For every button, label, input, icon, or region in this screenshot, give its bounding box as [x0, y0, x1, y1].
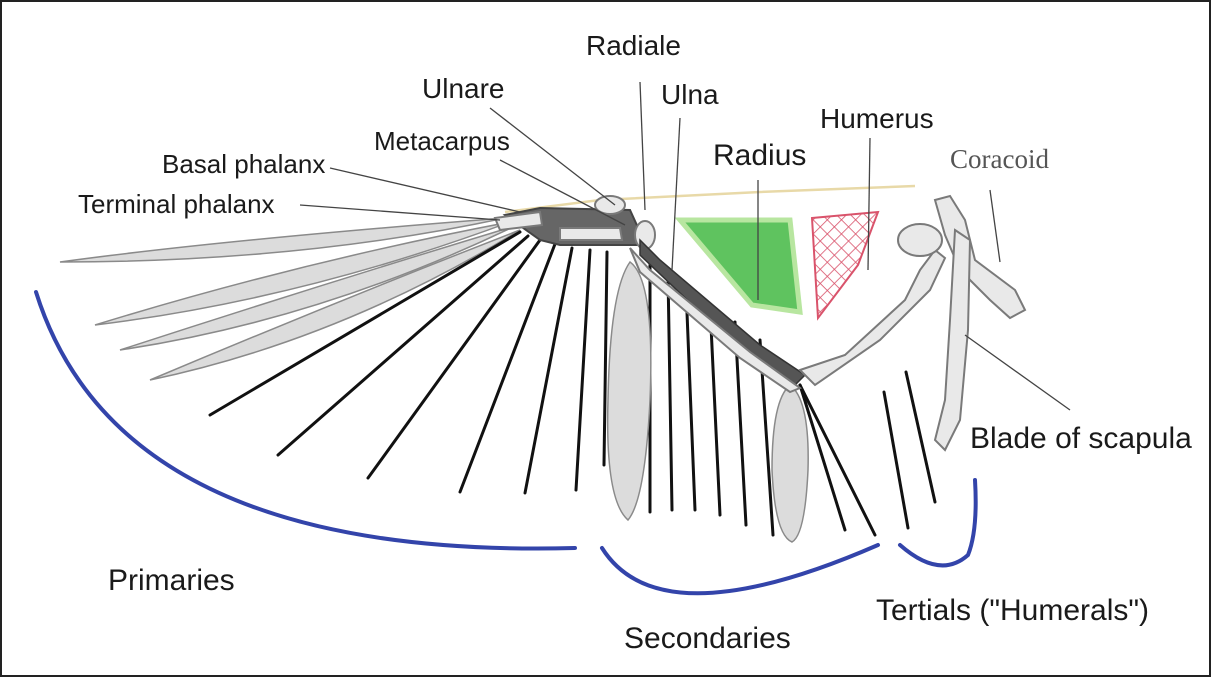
label-coracoid: Coracoid [950, 144, 1049, 174]
label-primaries: Primaries [108, 564, 235, 597]
leader-line [330, 168, 520, 212]
label-radiale: Radiale [586, 30, 681, 61]
leader-line [868, 138, 870, 270]
feather-shaft [800, 385, 875, 535]
tertial-shafts [884, 372, 935, 528]
label-secondaries: Secondaries [624, 622, 791, 655]
label-metacarpus: Metacarpus [374, 126, 510, 156]
tertials-bracket [900, 480, 976, 565]
metacarpus-gap [560, 228, 622, 240]
feather-shaft [576, 250, 590, 490]
feather-shaft [604, 252, 607, 465]
leader-line [990, 190, 1000, 262]
secondary-feather [772, 385, 808, 542]
primary-feathers [60, 218, 520, 380]
leader-line [300, 205, 500, 220]
feather-shaft [668, 275, 672, 510]
leader-line [672, 118, 680, 270]
feather-shaft [906, 372, 935, 502]
leader-line [640, 82, 645, 210]
label-ulnare: Ulnare [422, 73, 504, 104]
secondary-feather [608, 262, 651, 520]
label-ulna: Ulna [661, 79, 719, 110]
secondaries-bracket [602, 545, 878, 593]
leader-line [490, 108, 615, 205]
feather-shaft [884, 392, 908, 528]
humerus-head [898, 224, 942, 256]
label-basal-phalanx: Basal phalanx [162, 149, 325, 179]
label-blade-of-scapula: Blade of scapula [970, 422, 1192, 455]
label-radius: Radius [713, 139, 806, 172]
leader-line [965, 335, 1070, 410]
coracoid-bone [935, 196, 1025, 318]
feather-shaft [686, 288, 695, 510]
feather-shaft [525, 248, 572, 493]
label-humerus: Humerus [820, 103, 934, 134]
label-terminal-phalanx: Terminal phalanx [78, 189, 275, 219]
label-tertials: Tertials ("Humerals") [876, 594, 1149, 627]
